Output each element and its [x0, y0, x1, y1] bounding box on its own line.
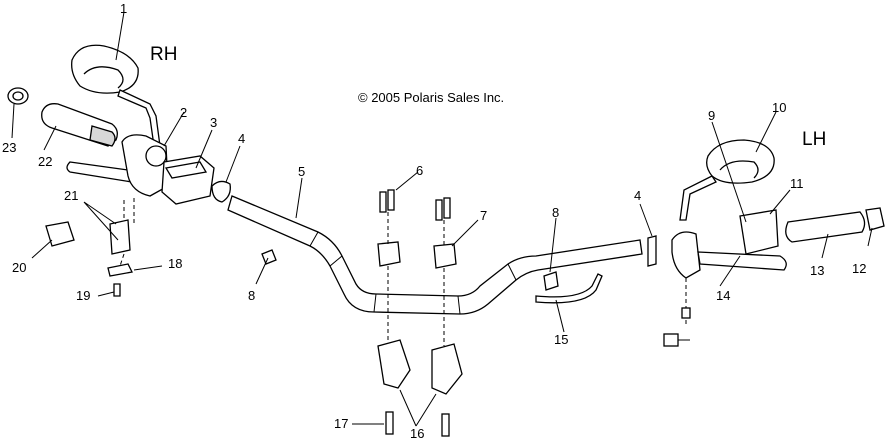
callout-13: 13 — [810, 263, 824, 278]
callout-4-rh: 4 — [238, 131, 245, 146]
callout-labels: 1 2 3 4 4 5 6 7 8 8 9 10 11 12 13 14 15 … — [2, 1, 866, 441]
callout-11: 11 — [790, 176, 804, 191]
rh-grip — [41, 103, 118, 147]
rh-screw — [113, 283, 121, 297]
callout-16: 16 — [410, 426, 424, 441]
rh-clamp-ring — [211, 180, 231, 203]
callout-12: 12 — [852, 261, 866, 276]
lh-fittings — [663, 307, 691, 347]
rh-bracket — [107, 253, 133, 277]
callout-15: 15 — [554, 332, 568, 347]
lh-switch-housing — [739, 209, 779, 255]
clamp-caps — [377, 241, 457, 269]
callout-17: 17 — [334, 416, 348, 431]
callout-1: 1 — [120, 1, 127, 16]
callout-4-lh: 4 — [634, 188, 641, 203]
rh-switch-cover — [45, 221, 75, 247]
copyright-notice: © 2005 Polaris Sales Inc. — [358, 90, 504, 105]
clamp-bolts — [379, 189, 451, 221]
callout-2: 2 — [180, 105, 187, 120]
lh-label: LH — [802, 129, 826, 150]
rh-master-cylinder — [161, 155, 215, 205]
callout-5: 5 — [298, 164, 305, 179]
lh-grip-end — [865, 207, 885, 231]
rh-grip-end — [7, 87, 29, 105]
rh-mirror — [71, 44, 161, 147]
callout-8-left: 8 — [248, 288, 255, 303]
bar-plug-right — [543, 271, 559, 291]
lh-clamp-ring — [647, 235, 657, 267]
rh-label: RH — [150, 44, 177, 65]
handlebar — [227, 195, 643, 315]
riser-bolts — [385, 411, 450, 437]
clamp-leaders — [387, 212, 445, 346]
lh-lever-assembly — [671, 231, 787, 326]
lh-mirror — [679, 139, 775, 221]
callout-3: 3 — [210, 115, 217, 130]
callout-21: 21 — [64, 188, 78, 203]
rh-switch-housing — [109, 198, 135, 255]
callout-7: 7 — [480, 208, 487, 223]
callout-19: 19 — [76, 288, 90, 303]
rh-brake-lever-assembly — [66, 134, 169, 197]
callout-14: 14 — [716, 288, 730, 303]
callout-18: 18 — [168, 256, 182, 271]
callout-23: 23 — [2, 140, 16, 155]
callout-6: 6 — [416, 163, 423, 178]
callout-22: 22 — [38, 154, 52, 169]
callout-10: 10 — [772, 100, 786, 115]
callout-leaders — [11, 11, 873, 427]
callout-20: 20 — [12, 260, 26, 275]
lh-grip — [785, 211, 866, 243]
callout-9: 9 — [708, 108, 715, 123]
riser-blocks — [377, 339, 463, 395]
bar-plug-left — [261, 249, 277, 265]
callout-8-right: 8 — [552, 205, 559, 220]
